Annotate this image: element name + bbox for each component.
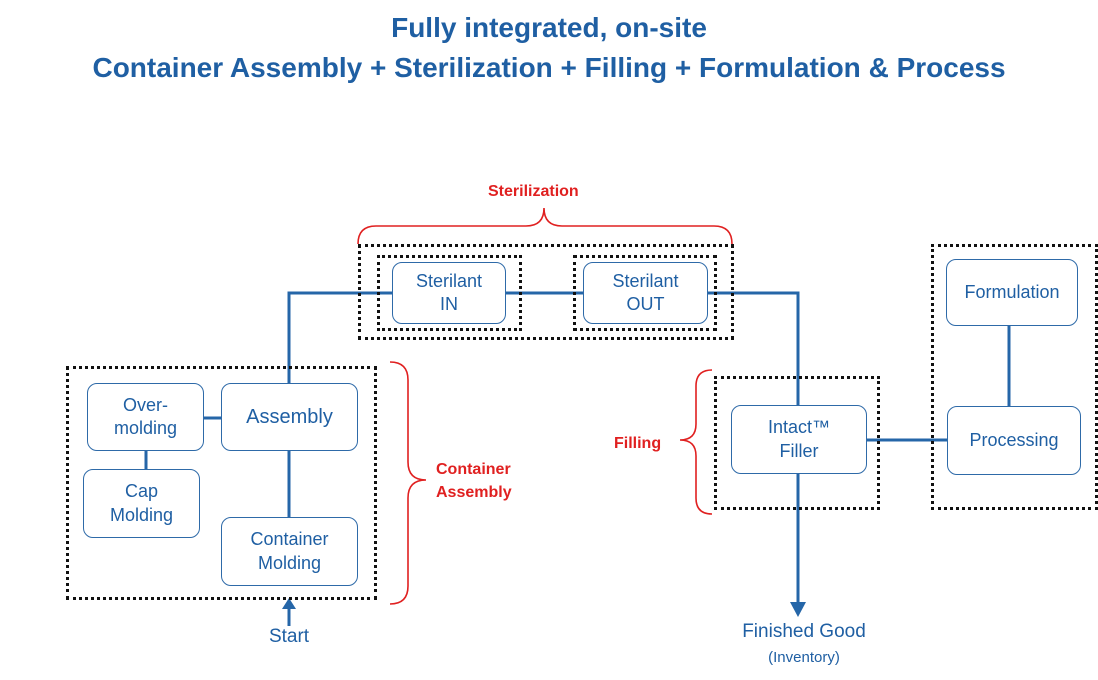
container-assembly-zone (66, 366, 377, 600)
sterilant-out-node: Sterilant OUT (583, 262, 708, 324)
sterilant-in-node: Sterilant IN (392, 262, 506, 324)
start-arrowhead (282, 598, 296, 609)
formulation-node: Formulation (946, 259, 1078, 326)
start-label: Start (268, 626, 310, 647)
processing-node: Processing (947, 406, 1081, 475)
filling-brace (679, 369, 713, 515)
filling-label: Filling (614, 435, 662, 452)
sterilization-label: Sterilization (488, 183, 579, 200)
assembly-node: Assembly (221, 383, 358, 451)
cap-molding-node: Cap Molding (83, 469, 200, 538)
connector-sterilant-out-to-filler (708, 291, 800, 405)
formulation-process-zone (931, 244, 1098, 510)
inventory-label: (Inventory) (768, 649, 840, 666)
intact-filler-node: Intact™ Filler (731, 405, 867, 474)
sterilant-out-zone (573, 255, 717, 331)
connector-assembly-to-sterilant-in (287, 291, 392, 383)
finished-good-label: Finished Good (742, 621, 866, 642)
container-molding-node: Container Molding (221, 517, 358, 586)
sterilization-brace (357, 207, 733, 245)
overmolding-node: Over- molding (87, 383, 204, 451)
container-assembly-brace (389, 361, 427, 605)
finished-good-arrowhead (790, 602, 806, 617)
page-title: Fully integrated, on-site (391, 12, 707, 43)
sterilization-zone (358, 244, 734, 340)
filling-zone (714, 376, 880, 510)
page-subtitle: Container Assembly + Sterilization + Fil… (92, 52, 1006, 83)
container-assembly-label: Container Assembly (436, 461, 512, 502)
sterilant-in-zone (377, 255, 522, 331)
